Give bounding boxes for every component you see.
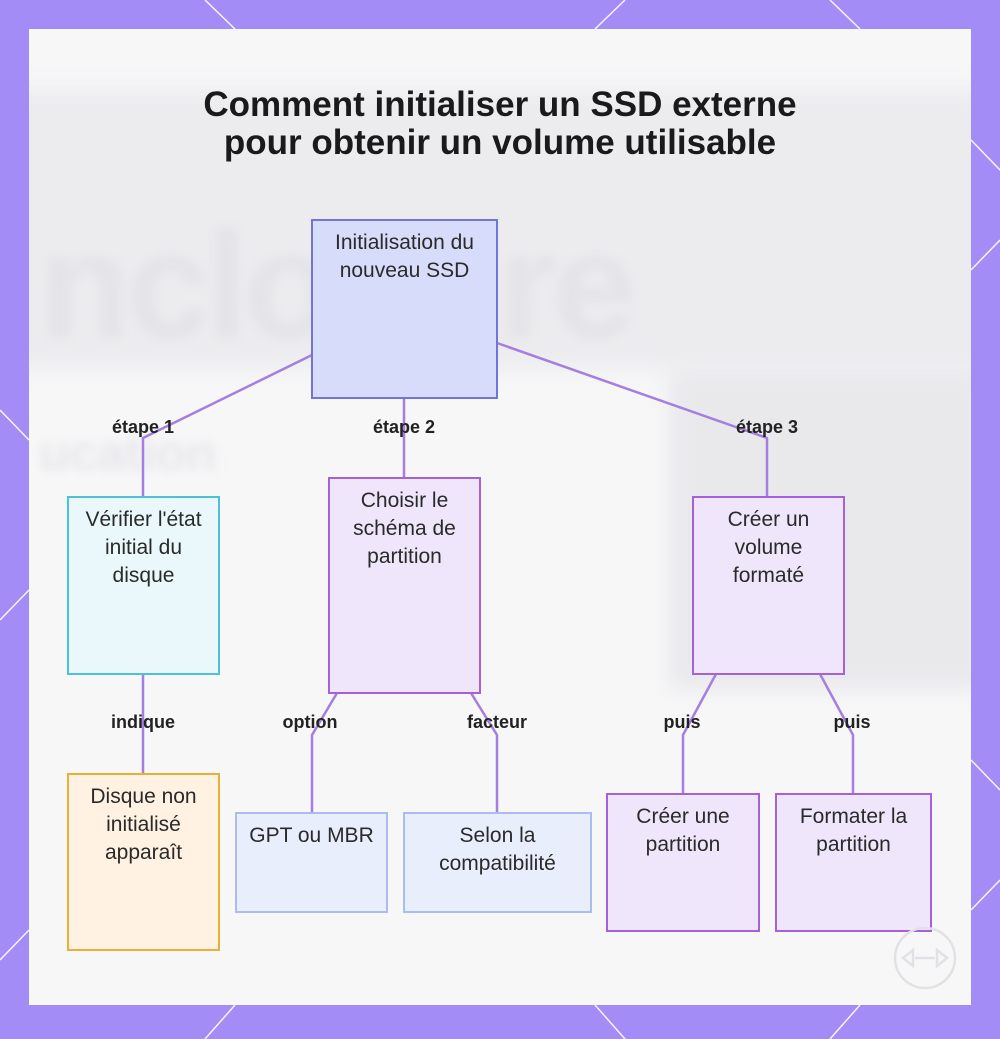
connector-step2-factor: [469, 691, 499, 814]
node-step1-label: Vérifier l'état initial du disque: [85, 508, 202, 587]
node-factor-label: Selon la compatibilité: [439, 824, 556, 875]
node-factor-compatibilite: Selon la compatibilité: [403, 812, 592, 913]
connector-root-step1: [141, 353, 314, 498]
edge-label-puis-right: puis: [833, 712, 871, 732]
node-result-label: Disque non initialisé apparaît: [90, 785, 197, 864]
connector-step2-option: [310, 691, 339, 814]
connector-step3-create: [681, 672, 718, 795]
edge-label-facteur: facteur: [466, 712, 528, 732]
watermark-logo-icon: [893, 926, 957, 990]
diagram-title: Comment initialiser un SSD externe pour …: [0, 86, 1000, 162]
node-option-label: GPT ou MBR: [249, 824, 374, 847]
node-step3-label: Créer un volume formaté: [727, 508, 810, 587]
node-create-partition-label: Créer une partition: [636, 805, 730, 856]
background-blur-block: [29, 89, 971, 369]
edge-label-step3: étape 3: [735, 417, 799, 437]
connector-step3-format: [818, 672, 855, 795]
title-line-1: Comment initialiser un SSD externe: [203, 85, 797, 124]
edge-label-step2: étape 2: [372, 417, 436, 437]
node-format-partition-label: Formater la partition: [799, 805, 908, 856]
node-result-disque: Disque non initialisé apparaît: [67, 773, 220, 951]
node-step1-verifier: Vérifier l'état initial du disque: [67, 496, 220, 675]
edge-label-indique: indique: [111, 712, 175, 732]
node-step2-label: Choisir le schéma de partition: [353, 489, 456, 568]
edge-label-step1: étape 1: [111, 417, 175, 437]
node-step3-volume: Créer un volume formaté: [692, 496, 845, 675]
connector-root-step3: [495, 341, 769, 498]
node-root-initialisation: Initialisation du nouveau SSD: [311, 219, 498, 399]
node-option-gpt-mbr: GPT ou MBR: [235, 812, 388, 913]
node-step2-schema: Choisir le schéma de partition: [328, 477, 481, 694]
node-root-label: Initialisation du nouveau SSD: [335, 231, 474, 282]
edge-label-puis-left: puis: [663, 712, 701, 732]
node-create-partition: Créer une partition: [606, 793, 760, 932]
title-line-2: pour obtenir un volume utilisable: [223, 123, 777, 162]
node-format-partition: Formater la partition: [775, 793, 932, 932]
edge-label-option: option: [282, 712, 338, 732]
background-blurred-subtext: ucation: [39, 425, 217, 481]
